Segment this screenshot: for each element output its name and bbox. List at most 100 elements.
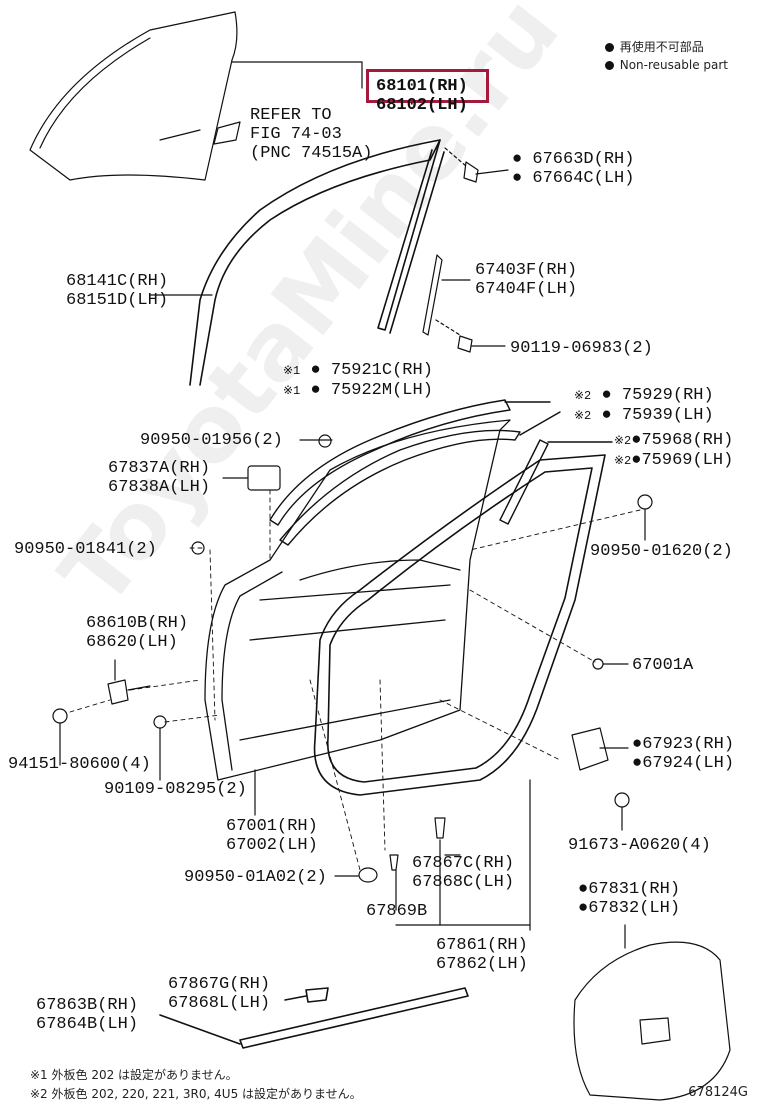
figure-number: 678124G <box>688 1085 748 1100</box>
label-lower-rh[interactable]: 67867G(RH) <box>168 975 271 994</box>
label-seal-lh[interactable]: 67862(LH) <box>436 955 528 974</box>
stopper-drawing <box>222 465 281 491</box>
footnotes: ※1 外板色 202 は設定がありません。 ※2 外板色 202, 220, 2… <box>30 1066 362 1104</box>
label-belt-rh[interactable]: 67863B(RH) <box>36 996 139 1015</box>
note-mark: ※1 <box>283 384 301 398</box>
label-check-lh[interactable]: 68620(LH) <box>86 633 178 652</box>
label-glass-lh[interactable]: 68102(LH) <box>376 96 468 115</box>
part-label-panel[interactable]: 67001A <box>632 656 694 675</box>
part-label-lower[interactable]: 67867G(RH) 67868L(LH) <box>168 975 270 1013</box>
film-drawing <box>573 924 731 1101</box>
clip-d-drawing <box>637 494 653 510</box>
part-label-check[interactable]: 68610B(RH) 68620(LH) <box>86 614 188 652</box>
note-mark: ※2 <box>614 434 632 448</box>
panel-clip-drawing <box>592 658 604 670</box>
label-clip-a-rh[interactable]: 67663D(RH) <box>532 150 635 169</box>
part-label-seal[interactable]: 67861(RH) 67862(LH) <box>436 936 528 974</box>
part-label-bolt-b[interactable]: 90109-08295(2) <box>104 780 247 799</box>
refer-line-3[interactable]: (PNC 74515A) <box>250 144 373 163</box>
label-film-rh[interactable]: 67831(RH) <box>588 880 681 899</box>
label-mould-a-lh[interactable]: 75922M(LH) <box>330 381 433 400</box>
label-run-rh[interactable]: 68141C(RH) <box>66 272 169 291</box>
strip-drawing <box>434 817 461 856</box>
part-label-cover[interactable]: ●67923(RH) ●67924(LH) <box>632 735 735 773</box>
part-label-clip-e[interactable]: 67869B <box>366 902 428 921</box>
label-stopper-rh[interactable]: 67837A(RH) <box>108 459 211 478</box>
part-label-mould-b[interactable]: ※2 ● 75929(RH) ※2 ● 75939(LH) <box>574 386 714 425</box>
label-lower-lh[interactable]: 67868L(LH) <box>168 994 271 1013</box>
part-label-nut[interactable]: 94151-80600(4) <box>8 755 151 774</box>
label-cover-lh[interactable]: 67924(LH) <box>642 754 735 773</box>
screw-drawing <box>614 792 630 831</box>
part-label-clip-d[interactable]: 90950-01620(2) <box>590 542 733 561</box>
label-strip-lh[interactable]: 67868C(LH) <box>412 873 515 892</box>
part-label-mould-a[interactable]: ※1 ● 75921C(RH) ※1 ● 75922M(LH) <box>283 361 433 400</box>
label-clip-a-lh[interactable]: 67664C(LH) <box>532 169 635 188</box>
part-label-belt[interactable]: 67863B(RH) 67864B(LH) <box>36 996 138 1034</box>
footnote-2: ※2 外板色 202, 220, 221, 3R0, 4U5 は設定がありません… <box>30 1087 362 1101</box>
bullet-icon <box>604 43 614 52</box>
part-label-bolt-a[interactable]: 90119-06983(2) <box>510 339 653 358</box>
highlight-box <box>366 69 489 103</box>
cover-drawing <box>571 727 629 771</box>
label-mould-c-rh[interactable]: 75968(RH) <box>641 431 734 450</box>
clip-e-drawing <box>389 854 399 911</box>
part-label-hole-plug[interactable]: 90950-01A02(2) <box>184 868 327 887</box>
legend: 再使用不可部品 Non-reusable part <box>604 38 728 74</box>
clip-a-drawing <box>444 147 509 183</box>
clip-c-drawing <box>191 541 205 555</box>
label-door-lh[interactable]: 67002(LH) <box>226 836 318 855</box>
part-label-door[interactable]: 67001(RH) 67002(LH) <box>226 817 318 855</box>
label-glass-rh[interactable]: 68101(RH) <box>376 77 468 96</box>
door-frame-drawing <box>204 419 511 781</box>
label-mould-a-rh[interactable]: 75921C(RH) <box>330 361 433 380</box>
part-label-glass[interactable]: 68101(RH) 68102(LH) <box>376 77 468 115</box>
part-label-film[interactable]: ●67831(RH) ●67832(LH) <box>578 880 681 918</box>
part-label-weatherstrip[interactable]: 67403F(RH) 67404F(LH) <box>475 261 577 299</box>
note-mark: ※2 <box>574 409 592 423</box>
label-belt-lh[interactable]: 67864B(LH) <box>36 1015 139 1034</box>
part-label-run[interactable]: 68141C(RH) 68151D(LH) <box>66 272 168 310</box>
label-seal-rh[interactable]: 67861(RH) <box>436 936 528 955</box>
label-film-lh[interactable]: 67832(LH) <box>588 899 681 918</box>
label-strip-rh[interactable]: 67867C(RH) <box>412 854 515 873</box>
part-label-clip-a[interactable]: ● 67663D(RH) ● 67664C(LH) <box>512 150 635 188</box>
door-check-drawing <box>107 659 151 705</box>
part-label-clip-c[interactable]: 90950-01841(2) <box>14 540 157 559</box>
bolt-b-drawing <box>153 715 167 781</box>
legend-ja: 再使用不可部品 <box>619 40 704 54</box>
label-stopper-lh[interactable]: 67838A(LH) <box>108 478 211 497</box>
mouldings-drawing <box>269 399 613 546</box>
glass-run-drawing <box>189 139 445 386</box>
footnote-1: ※1 外板色 202 は設定がありません。 <box>30 1068 238 1082</box>
part-label-clip-b[interactable]: 90950-01956(2) <box>140 431 283 450</box>
label-cover-rh[interactable]: 67923(RH) <box>642 735 735 754</box>
label-weather-rh[interactable]: 67403F(RH) <box>475 261 578 280</box>
belt-moulding-drawing <box>159 987 469 1049</box>
label-check-rh[interactable]: 68610B(RH) <box>86 614 189 633</box>
clip-b-drawing <box>318 434 332 448</box>
bullet-icon <box>604 61 614 70</box>
label-door-rh[interactable]: 67001(RH) <box>226 817 318 836</box>
refer-line-1: REFER TO <box>250 106 332 125</box>
note-mark: ※1 <box>283 364 301 378</box>
part-label-stopper[interactable]: 67837A(RH) 67838A(LH) <box>108 459 210 497</box>
weatherstrip-drawing <box>422 254 506 353</box>
part-label-screw[interactable]: 91673-A0620(4) <box>568 836 711 855</box>
label-mould-c-lh[interactable]: 75969(LH) <box>641 451 734 470</box>
part-label-strip[interactable]: 67867C(RH) 67868C(LH) <box>412 854 514 892</box>
refer-note: REFER TO FIG 74-03 (PNC 74515A) <box>250 106 372 163</box>
label-mould-b-rh[interactable]: 75929(RH) <box>621 386 714 405</box>
legend-en: Non-reusable part <box>619 58 728 72</box>
refer-line-2[interactable]: FIG 74-03 <box>250 125 342 144</box>
label-weather-lh[interactable]: 67404F(LH) <box>475 280 578 299</box>
part-label-mould-c[interactable]: ※2●75968(RH) ※2●75969(LH) <box>614 431 734 470</box>
nut-drawing <box>52 708 68 724</box>
label-run-lh[interactable]: 68151D(LH) <box>66 291 169 310</box>
label-mould-b-lh[interactable]: 75939(LH) <box>621 406 714 425</box>
door-seal-drawing <box>313 454 606 796</box>
door-glass-drawing <box>29 11 363 181</box>
note-mark: ※2 <box>574 389 592 403</box>
